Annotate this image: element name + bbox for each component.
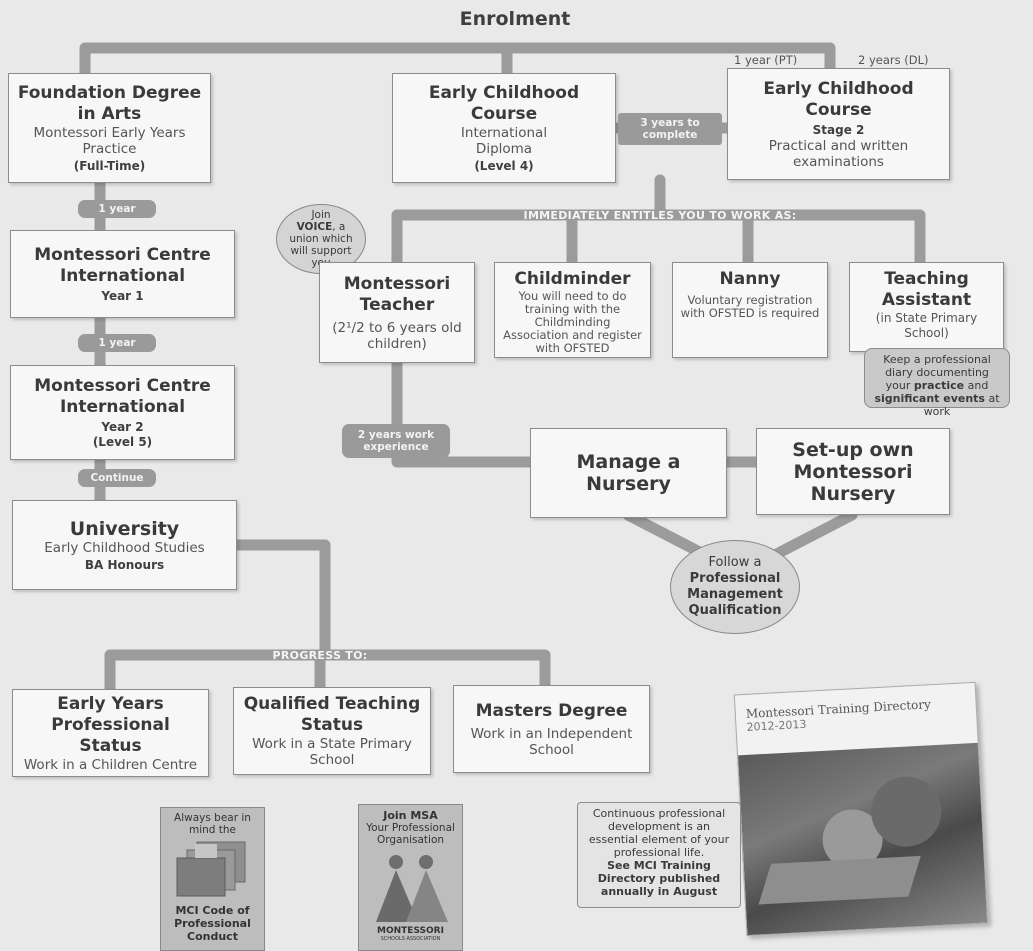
msa-logo-subtext: SCHOOLS ASSOCIATION (380, 936, 441, 942)
duration-pill-1: 1 year (78, 200, 156, 218)
foundation-mode: (Full-Time) (73, 158, 146, 173)
qts-box: Qualified Teaching Status Work in a Stat… (233, 687, 431, 775)
nanny-box: Nanny Voluntary registration with OFSTED… (672, 262, 828, 358)
qts-title: Qualified Teaching Status (243, 694, 421, 735)
assistant-title: Teaching Assistant (881, 269, 972, 310)
progress-label: PROGRESS TO: (272, 649, 368, 662)
teacher-title: Montessori Teacher (343, 273, 451, 315)
code-document-icon (176, 841, 245, 897)
manage-nursery-box: Manage a Nursery (530, 428, 727, 518)
diary-t1: Keep a professional diary documenting yo… (883, 353, 991, 392)
masters-desc: Work in an Independent School (470, 725, 633, 758)
eyps-desc: Work in a Children Centre (23, 756, 198, 773)
teaching-assistant-box: Teaching Assistant (in State Primary Sch… (849, 262, 1004, 352)
masters-box: Masters Degree Work in an Independent Sc… (453, 685, 650, 773)
voice-line3: , a (332, 221, 346, 233)
early-childhood-course-box: Early Childhood Course International Dip… (392, 73, 616, 183)
university-degree: BA Honours (84, 557, 165, 572)
childminder-title: Childminder (514, 269, 631, 289)
distance-duration: 2 years (DL) (858, 53, 929, 67)
part-time-duration: 1 year (PT) (734, 53, 798, 67)
nanny-desc: Voluntary registration with OFSTED is re… (680, 293, 820, 320)
follow-line1: Follow a (708, 555, 762, 570)
nanny-title: Nanny (719, 269, 781, 289)
voice-name: VOICE (296, 221, 333, 233)
training-directory-cover: Montessori Training Directory 2012-2013 (733, 681, 989, 937)
foundation-title: Foundation Degree in Arts (17, 82, 202, 124)
diary-practice: practice (913, 379, 965, 392)
mci-year1-year: Year 1 (101, 288, 144, 303)
cpd-text: Continuous professional development is a… (588, 807, 730, 859)
voice-line1: Join (311, 209, 331, 221)
code-card-top: Always bear in mind the (174, 812, 251, 836)
three-years-line2: complete (642, 129, 698, 141)
university-box: University Early Childhood Studies BA Ho… (12, 500, 237, 590)
setup-nursery-box: Set-up own Montessori Nursery (756, 428, 950, 515)
setup-title: Set-up own Montessori Nursery (792, 438, 914, 505)
work-exp-line2: experience (363, 441, 429, 453)
diary-t3: at work (923, 392, 1000, 418)
duration-pill-2: 1 year (78, 334, 156, 352)
mci-year2-title: Montessori Centre International (34, 375, 211, 417)
masters-title: Masters Degree (475, 700, 628, 721)
follow-management-circle: Follow a Professional Management Qualifi… (670, 540, 800, 634)
cpd-note: Continuous professional development is a… (577, 802, 741, 908)
mci-year2-box: Montessori Centre International Year 2 (… (10, 365, 235, 460)
directory-photo (738, 742, 989, 937)
enrolment-title: Enrolment (459, 8, 571, 30)
follow-qualification: Professional Management Qualification (687, 571, 783, 618)
continue-pill: Continue (78, 469, 156, 487)
professional-diary-note: Keep a professional diary documenting yo… (864, 348, 1010, 418)
entitles-label: IMMEDIATELY ENTITLES YOU TO WORK AS: (523, 209, 797, 222)
early-course-title: Early Childhood Course (428, 82, 580, 124)
university-subtitle: Early Childhood Studies (44, 539, 205, 556)
stage2-title: Early Childhood Course (763, 78, 914, 120)
childminder-box: Childminder You will need to do training… (494, 262, 651, 358)
code-of-conduct-card: Always bear in mind the MCI Code of Prof… (160, 807, 265, 951)
mci-year2-year: Year 2 (101, 419, 144, 434)
mci-year1-box: Montessori Centre International Year 1 (10, 230, 235, 318)
msa-subtitle: Your Professional Organisation (366, 822, 455, 846)
mci-year2-level: (Level 5) (92, 434, 153, 449)
foundation-degree-box: Foundation Degree in Arts Montessori Ear… (8, 73, 211, 183)
qts-desc: Work in a State Primary School (252, 736, 412, 768)
university-title: University (69, 517, 180, 540)
teacher-desc: (2¹/2 to 6 years old children) (332, 319, 462, 352)
early-course-level: (Level 4) (474, 158, 534, 173)
diary-significant: significant events (874, 392, 985, 405)
stage2-stage: Stage 2 (812, 122, 865, 137)
voice-line5: will support (290, 245, 352, 257)
voice-line4: union which (289, 233, 353, 245)
montessori-teacher-box: Montessori Teacher (2¹/2 to 6 years old … (319, 262, 475, 363)
three-years-line1: 3 years to (640, 117, 700, 129)
work-exp-line1: 2 years work (357, 429, 435, 441)
mci-year1-title: Montessori Centre International (34, 244, 211, 286)
msa-logo-icon (375, 855, 448, 922)
foundation-subtitle: Montessori Early Years Practice (33, 124, 186, 157)
manage-title: Manage a Nursery (576, 451, 681, 495)
code-card-bottom: MCI Code of Professional Conduct (174, 904, 251, 943)
msa-title: Join MSA (383, 809, 438, 822)
cpd-bold: See MCI Training Directory published ann… (597, 859, 721, 898)
childminder-desc: You will need to do training with the Ch… (503, 289, 642, 355)
msa-logo-text: MONTESSORI (377, 926, 444, 936)
early-course-line2: Diploma (475, 140, 533, 157)
stage2-desc: Practical and written examinations (768, 137, 909, 170)
diary-t2: and (964, 379, 989, 392)
eyps-box: Early Years Professional Status Work in … (12, 689, 209, 777)
msa-card: Join MSA Your Professional Organisation … (358, 804, 463, 951)
early-course-line1: International (460, 124, 548, 141)
eyps-title: Early Years Professional Status (51, 693, 170, 756)
stage2-box: Early Childhood Course Stage 2 Practical… (727, 68, 950, 180)
assistant-desc: (in State Primary School) (875, 311, 978, 340)
